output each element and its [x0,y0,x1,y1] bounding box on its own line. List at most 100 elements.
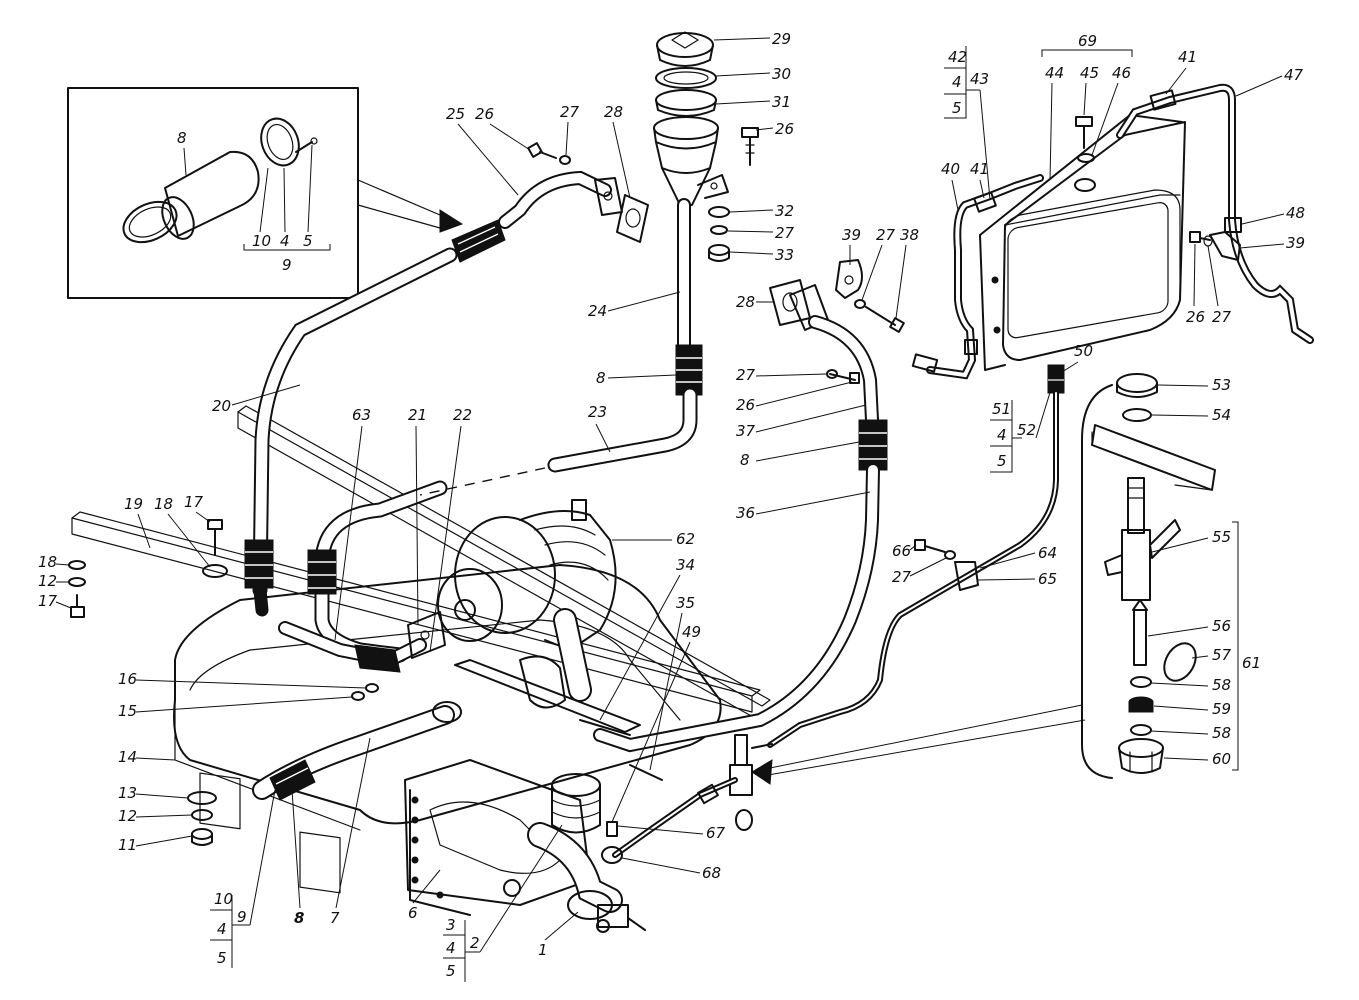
label-4-group3: 4 [997,426,1007,444]
bolt-26-filler [741,127,759,166]
fuel-line-67 [601,777,738,864]
label-3: 3 [446,916,456,934]
pipe-23 [419,387,698,496]
washer-15 [351,691,365,701]
label-18-left: 18 [38,553,57,571]
pipe-36-37 [593,315,888,753]
label-31: 31 [772,93,791,111]
label-60: 60 [1212,750,1231,768]
label-9: 9 [282,256,292,274]
washer-58-upper [1130,676,1152,688]
pipe-40 [911,174,1044,380]
detail-61-bracket [1081,384,1216,779]
label-27-bracket: 27 [876,226,896,244]
heater-69 [979,114,1186,371]
label-35: 35 [676,594,695,612]
label-39-right: 39 [842,226,861,244]
label-59: 59 [1212,700,1231,718]
label-39-heater: 39 [1286,234,1305,252]
hose-9-lower [252,701,462,801]
label-7: 7 [330,909,340,927]
clamp-65 [954,561,979,591]
label-42: 42 [948,48,967,66]
label-20: 20 [212,397,231,415]
label-10: 10 [252,232,271,250]
washer-46 [1077,153,1095,163]
washer-27-filler [710,225,728,235]
needle-56 [1132,599,1148,666]
washer-27-bolt66 [944,550,956,560]
label-4: 4 [280,232,290,250]
label-43: 43 [970,70,989,88]
label-23: 23 [588,403,607,421]
label-40: 40 [941,160,960,178]
label-56: 56 [1212,617,1231,635]
label-51: 51 [992,400,1011,418]
label-22: 22 [453,406,472,424]
label-13: 13 [118,784,137,802]
inset-arrow-line [357,179,441,216]
label-66: 66 [892,542,911,560]
washer-58-lower [1130,724,1152,736]
label-4-lower: 4 [217,920,227,938]
label-30: 30 [772,65,791,83]
label-52: 52 [1017,421,1036,439]
label-25: 25 [446,105,465,123]
pipe-63 [307,480,448,663]
label-6: 6 [408,904,418,922]
label-9-lower: 9 [237,908,247,926]
connector-8-right [858,419,888,471]
inset-arrow-line-2 [357,204,441,229]
label-34: 34 [676,556,695,574]
flange-21 [407,611,446,659]
label-27-heater: 27 [1212,308,1232,326]
frame-rail-19 [71,511,761,697]
pipe-21-22-elbow [278,611,446,673]
label-5-group2: 5 [446,962,456,980]
bolt-17-lower [70,594,85,618]
label-21: 21 [408,406,427,424]
bracket-39-right [835,259,863,299]
frame-rails [71,405,771,723]
label-27-filler: 27 [775,224,795,242]
label-15: 15 [118,702,137,720]
label-67: 67 [706,824,726,842]
washer-12-lower [191,809,213,821]
clamp-right [260,117,300,167]
washer-27-right [854,299,866,309]
label-12-left: 12 [38,572,57,590]
label-10-lower: 10 [214,890,233,908]
connector-8-left [244,539,274,617]
label-16: 16 [118,670,137,688]
washer-18-left [68,560,86,570]
label-54: 54 [1212,406,1231,424]
label-46: 46 [1112,64,1131,82]
screw-38 [865,306,905,333]
washer-12-left [68,577,86,587]
nut-53 [1116,373,1158,398]
label-58-upper: 58 [1212,676,1231,694]
label-14: 14 [118,748,137,766]
label-26-filler: 26 [775,120,794,138]
label-28-right: 28 [736,293,755,311]
bolt-45 [1075,116,1093,149]
pipe-47 [1116,83,1314,344]
tee-fitting-49 [729,734,773,831]
nut-33 [708,244,730,262]
label-11: 11 [118,836,137,854]
label-41-left: 41 [970,160,989,178]
label-33: 33 [775,246,794,264]
label-4-heater: 4 [952,73,962,91]
label-44: 44 [1045,64,1064,82]
flange-28-right [769,279,811,326]
filler-cap-29 [656,31,714,67]
label-5-heater: 5 [952,99,962,117]
label-27-right: 27 [736,366,756,384]
bolt-26-right [826,369,860,384]
gasket-28-upper [616,194,649,243]
label-55: 55 [1212,528,1231,546]
label-26-heater: 26 [1186,308,1205,326]
sleeve-50 [1047,364,1065,394]
label-49: 49 [682,623,701,641]
